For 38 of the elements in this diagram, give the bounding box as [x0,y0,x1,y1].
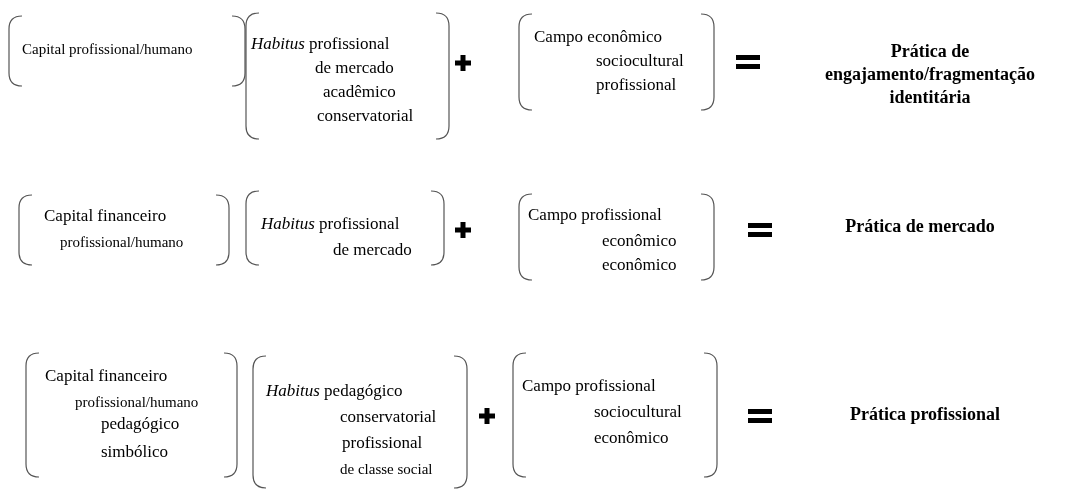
term-text: Habitus profissional [251,34,390,54]
parenthesis-group [245,12,450,140]
term-text: Campo profissional [528,205,662,225]
term-text: profissional [596,75,677,95]
term-text: Campo profissional [522,376,656,396]
term-text: Capital financeiro [45,366,168,386]
term-text: sociocultural [594,402,682,422]
term-text: conservatorial [340,407,437,427]
term-text: profissional/humano [60,233,184,252]
term-text: sociocultural [596,51,684,71]
term-text: de mercado [333,240,412,260]
parenthesis-group [18,194,230,266]
parenthesis-group [518,193,715,281]
term-text: Capital profissional/humano [22,40,193,59]
term-text: econômico [594,428,669,448]
term-text: pedagógico [101,414,180,434]
term-text: profissional [342,433,423,453]
term-text: de mercado [315,58,394,78]
parenthesis-group [518,13,715,111]
term-text: Campo econômico [534,27,662,47]
result-text: Prática profissional [848,403,1002,426]
parenthesis-group [245,190,445,266]
parenthesis-group [512,352,718,478]
term-text: econômico [602,231,677,251]
parenthesis-group [25,352,238,478]
term-text: profissional/humano [75,393,199,412]
term-text: de classe social [340,460,433,479]
term-text: Habitus pedagógico [266,381,403,401]
result-text: Prática de engajamento/fragmentação identitária [824,40,1036,109]
term-text: econômico [602,255,677,275]
term-text: Habitus profissional [261,214,400,234]
term-text: acadêmico [323,82,396,102]
term-text: conservatorial [317,106,414,126]
parenthesis-group [252,355,468,489]
term-text: Capital financeiro [44,206,167,226]
term-text: simbólico [101,442,169,462]
parenthesis-group [8,15,246,87]
result-text: Prática de mercado [844,215,996,238]
